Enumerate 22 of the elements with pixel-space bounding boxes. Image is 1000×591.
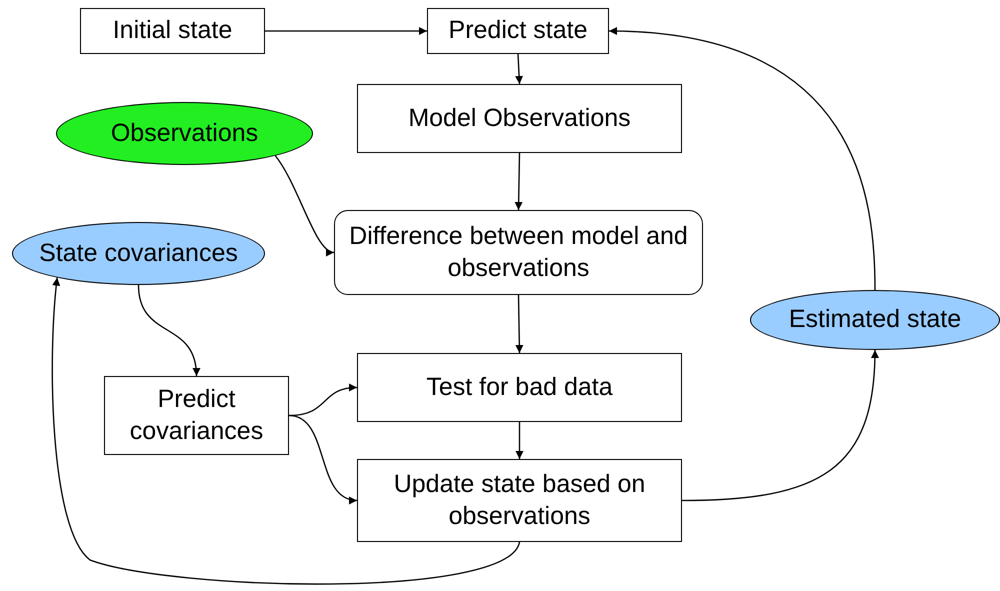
process-box: Difference between model and observations xyxy=(334,210,703,295)
process-box: Predict covariances xyxy=(104,376,289,455)
process-box: Model Observations xyxy=(357,84,682,153)
arrow xyxy=(515,54,524,84)
arrow xyxy=(682,350,879,502)
arrow xyxy=(608,27,876,290)
data-ellipse: Estimated state xyxy=(750,290,1000,350)
arrow xyxy=(138,284,200,376)
process-box: Test for bad data xyxy=(357,353,682,422)
arrow xyxy=(514,152,523,210)
arrow xyxy=(515,294,524,354)
process-box: Update state based on observations xyxy=(357,459,682,542)
process-box: Predict state xyxy=(427,8,609,54)
arrow xyxy=(288,414,358,504)
input-ellipse: Observations xyxy=(56,102,313,165)
data-ellipse: State covariances xyxy=(12,222,265,285)
arrow xyxy=(265,27,427,35)
arrow xyxy=(516,422,524,459)
arrow xyxy=(288,384,358,416)
arrow xyxy=(274,155,334,254)
process-box: Initial state xyxy=(80,8,265,54)
arrow xyxy=(52,278,520,585)
